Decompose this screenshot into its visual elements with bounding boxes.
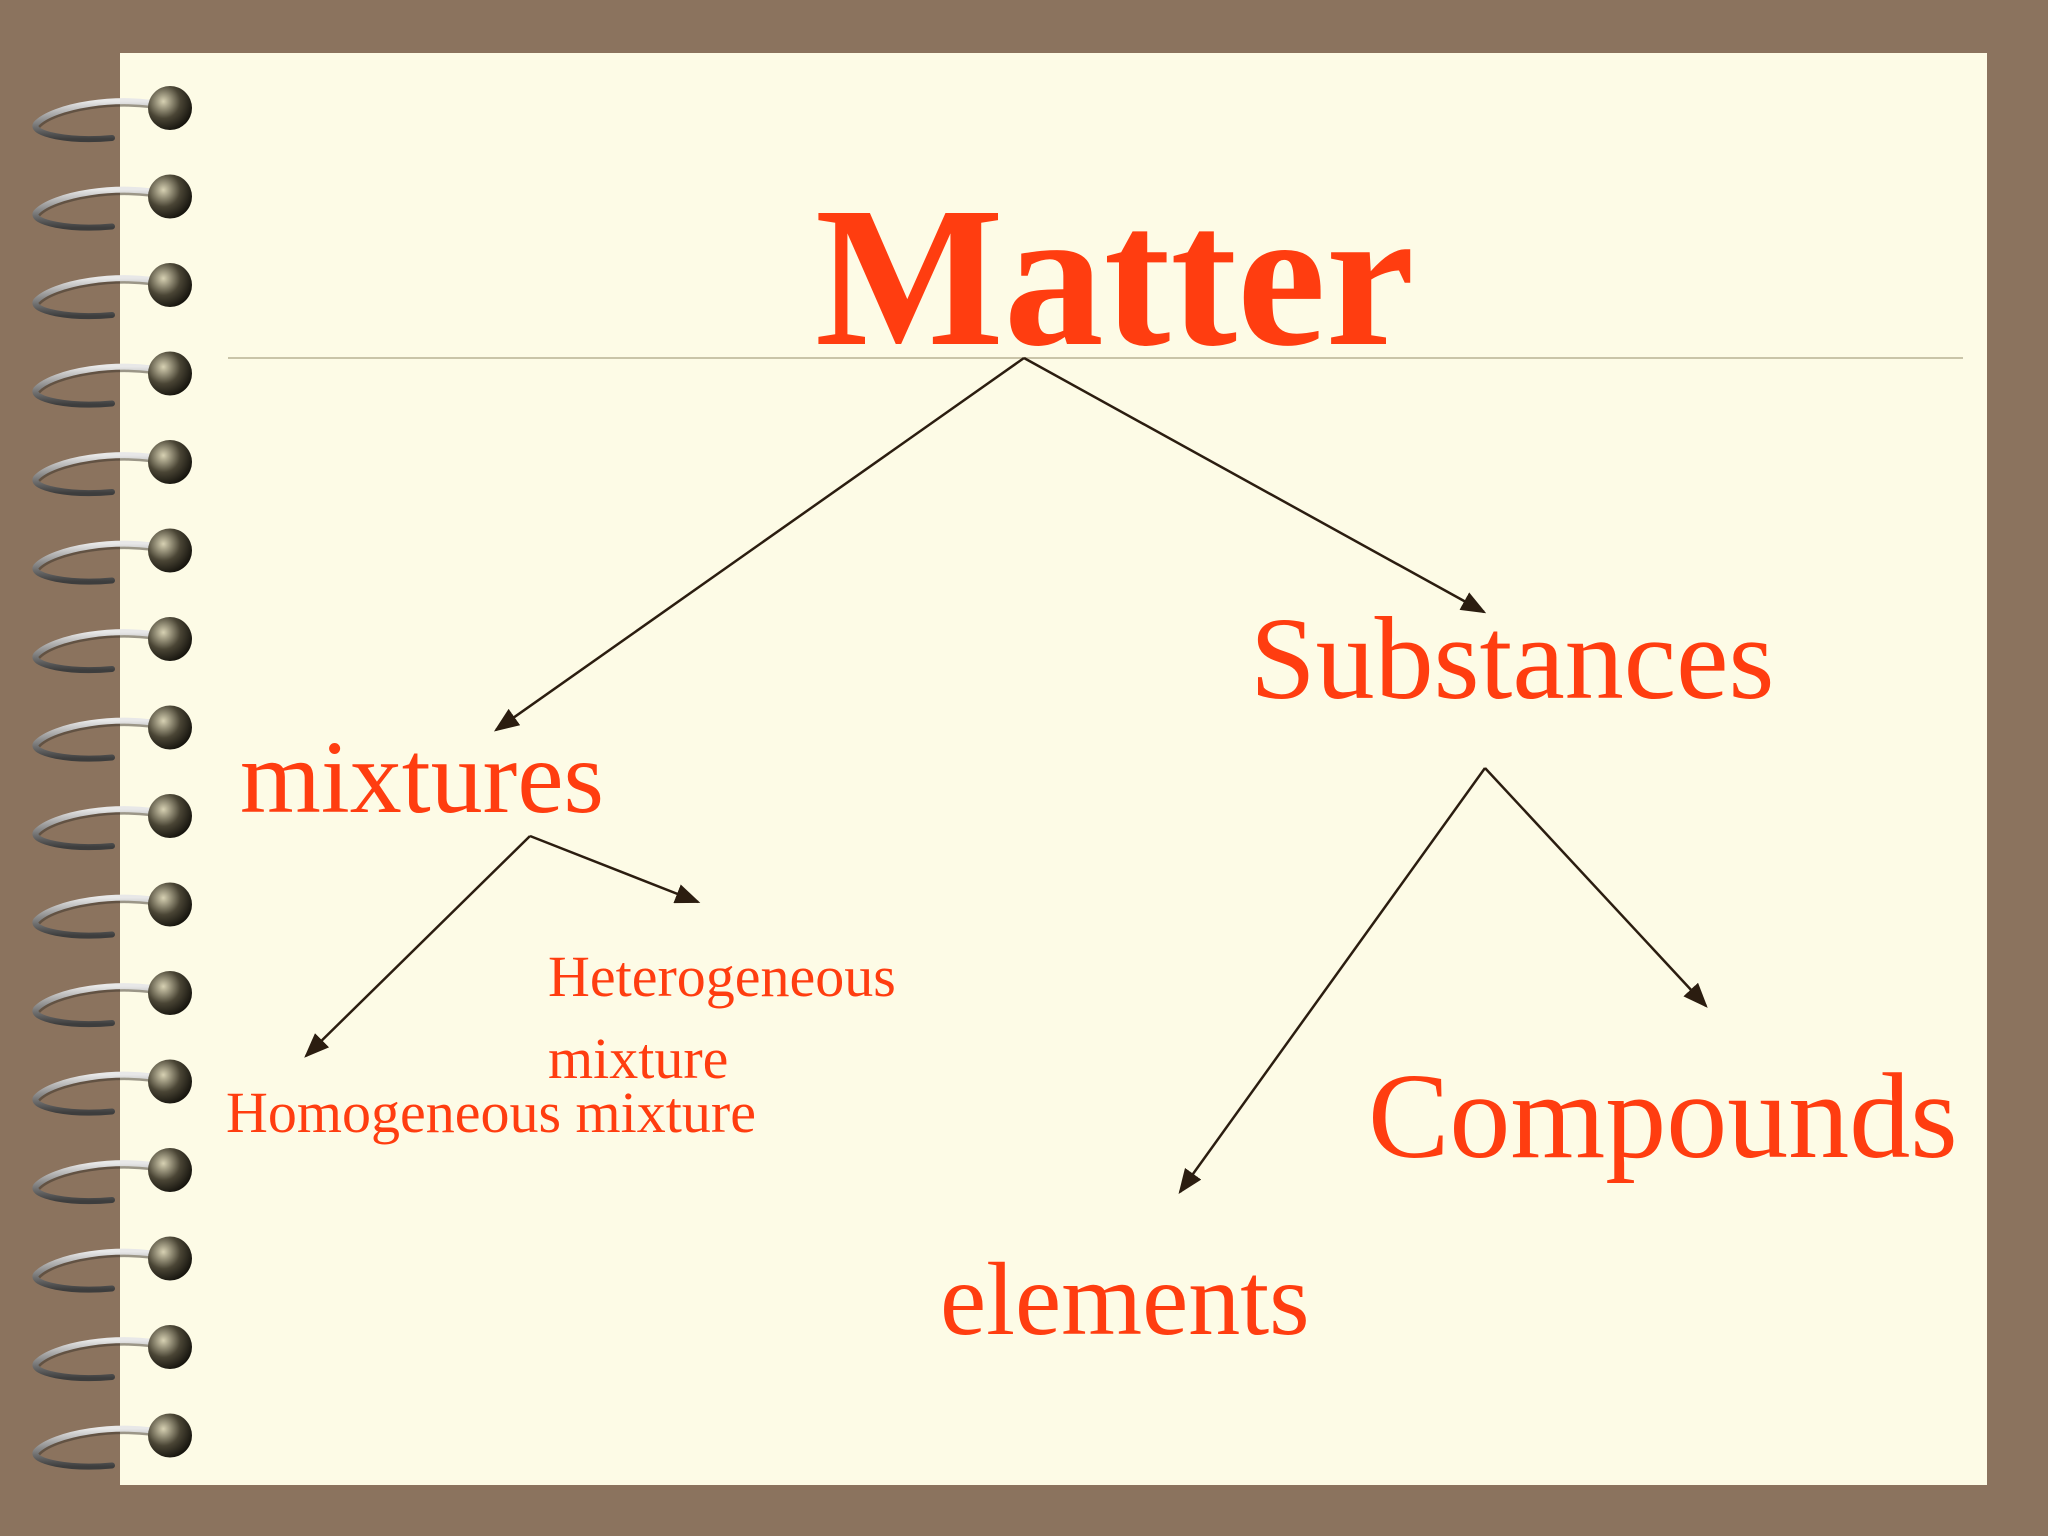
spiral-ring xyxy=(32,705,192,762)
diagram-title: Matter xyxy=(815,167,1415,388)
spiral-ring xyxy=(32,86,192,143)
arrow-substances-to-elements xyxy=(1178,767,1487,1195)
spiral-ring xyxy=(32,1325,192,1382)
spiral-ring xyxy=(32,528,192,585)
spiral-ring xyxy=(32,1059,192,1116)
node-substances: Substances xyxy=(1250,593,1775,724)
spiral-ring xyxy=(32,1413,192,1470)
arrow-matter-to-mixtures xyxy=(493,356,1025,732)
node-heterogeneous-line1: Heterogeneous xyxy=(548,944,896,1009)
spiral-ring xyxy=(32,440,192,497)
node-heterogeneous-line2: mixture xyxy=(548,1026,729,1091)
node-homogeneous-mixture: Homogeneous mixture xyxy=(226,1080,756,1145)
node-mixtures: mixtures xyxy=(240,720,604,835)
arrow-mixtures-to-heterogeneous xyxy=(529,834,701,904)
header-rule-line xyxy=(228,357,1963,359)
spiral-ring xyxy=(32,351,192,408)
spiral-ring xyxy=(32,1236,192,1293)
spiral-ring xyxy=(32,1148,192,1205)
spiral-ring xyxy=(32,617,192,674)
node-compounds: Compounds xyxy=(1368,1049,1958,1184)
arrow-matter-to-substances xyxy=(1023,356,1487,614)
spiral-ring xyxy=(32,263,192,320)
arrow-substances-to-compounds xyxy=(1484,767,1708,1008)
spiral-ring xyxy=(32,794,192,851)
spiral-ring xyxy=(32,174,192,231)
notebook-page xyxy=(120,53,1987,1485)
arrow-mixtures-to-homogeneous xyxy=(304,835,531,1058)
spiral-ring xyxy=(32,882,192,939)
node-elements: elements xyxy=(940,1242,1310,1357)
spiral-ring xyxy=(32,971,192,1028)
